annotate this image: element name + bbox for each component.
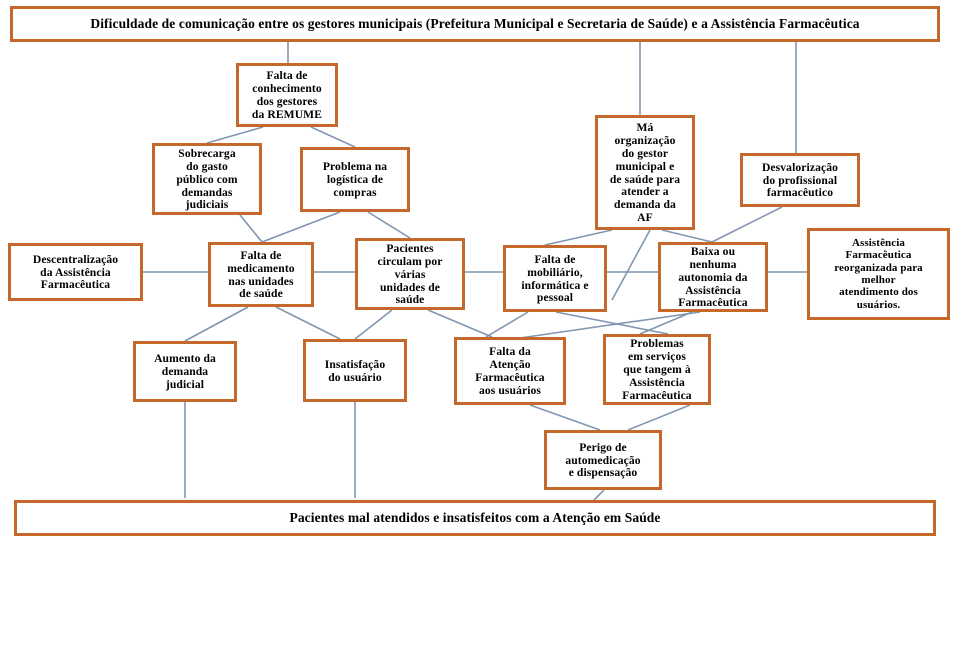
node-descentralizacao-af[interactable]: Descentralização da Assistência Farmacêu… — [8, 243, 143, 301]
node-label: Perigo de automedicação e dispensação — [565, 440, 641, 480]
node-falta-atencao-farmaceutica[interactable]: Falta da Atenção Farmacêutica aos usuári… — [454, 337, 566, 405]
node-desvalorizacao-profissional[interactable]: Desvalorização do profissional farmacêut… — [740, 153, 860, 207]
node-sobrecarga-gasto-publico[interactable]: Sobrecarga do gasto público com demandas… — [152, 143, 262, 215]
node-label: Baixa ou nenhuma autonomia da Assistênci… — [678, 244, 748, 310]
node-label: Falta da Atenção Farmacêutica aos usuári… — [475, 345, 545, 397]
node-perigo-automedicacao[interactable]: Perigo de automedicação e dispensação — [544, 430, 662, 490]
node-af-reorganizada[interactable]: Assistência Farmacêutica reorganizada pa… — [807, 228, 950, 320]
node-label: Problemas em serviços que tangem à Assis… — [622, 337, 692, 402]
node-baixa-autonomia-af[interactable]: Baixa ou nenhuma autonomia da Assistênci… — [658, 242, 768, 312]
node-label: Aumento da demanda judicial — [154, 352, 216, 391]
node-label: Pacientes circulam por várias unidades d… — [377, 241, 443, 307]
node-label: Sobrecarga do gasto público com demandas… — [176, 146, 238, 212]
node-title-banner[interactable]: Dificuldade de comunicação entre os gest… — [10, 6, 940, 42]
node-label: Descentralização da Assistência Farmacêu… — [32, 252, 119, 292]
node-label: Má organização do gestor municipal e de … — [609, 120, 681, 225]
node-insatisfacao-usuario[interactable]: Insatisfação do usuário — [303, 339, 407, 402]
node-label: Falta de conhecimento dos gestores da RE… — [251, 69, 323, 121]
node-bottom-banner[interactable]: Pacientes mal atendidos e insatisfeitos … — [14, 500, 936, 536]
node-label: Assistência Farmacêutica reorganizada pa… — [834, 237, 923, 311]
node-pacientes-circulam[interactable]: Pacientes circulam por várias unidades d… — [355, 238, 465, 310]
node-label: Pacientes mal atendidos e insatisfeitos … — [289, 510, 661, 526]
node-label: Problema na logística de compras — [322, 160, 388, 199]
node-label: Falta de mobiliário, informática e pesso… — [521, 252, 589, 305]
node-falta-mobiliario[interactable]: Falta de mobiliário, informática e pesso… — [503, 245, 607, 312]
node-label: Falta de medicamento nas unidades de saú… — [227, 248, 295, 301]
node-problema-logistica-compras[interactable]: Problema na logística de compras — [300, 147, 410, 212]
node-label: Desvalorização do profissional farmacêut… — [761, 160, 839, 200]
node-ma-organizacao-gestor[interactable]: Má organização do gestor municipal e de … — [595, 115, 695, 230]
node-label: Insatisfação do usuário — [324, 357, 386, 384]
node-falta-medicamento[interactable]: Falta de medicamento nas unidades de saú… — [208, 242, 314, 307]
node-problemas-servicos-af[interactable]: Problemas em serviços que tangem à Assis… — [603, 334, 711, 405]
node-label: Dificuldade de comunicação entre os gest… — [90, 16, 860, 32]
node-aumento-demanda-judicial[interactable]: Aumento da demanda judicial — [133, 341, 237, 402]
node-falta-conhecimento-remume[interactable]: Falta de conhecimento dos gestores da RE… — [236, 63, 338, 127]
